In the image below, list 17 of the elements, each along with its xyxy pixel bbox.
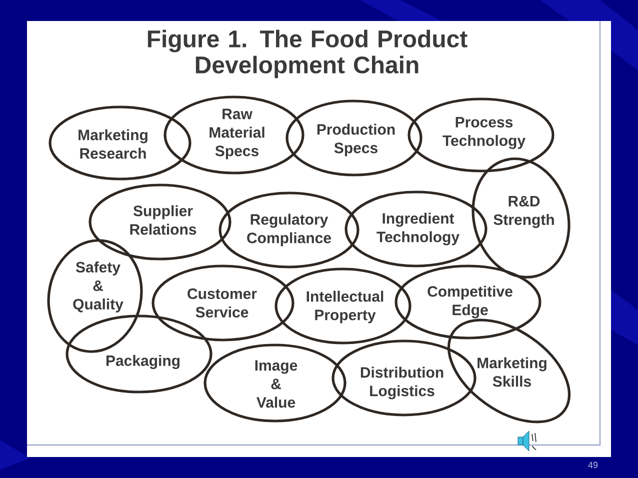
- title: Figure 1. The Food Product Development Chain: [148, 30, 468, 78]
- chain-link: Raw Material Specs: [164, 96, 304, 174]
- chain-link: Competitive Edge: [394, 264, 542, 340]
- chain-link: Supplier Relations: [88, 184, 232, 260]
- chain-link: Distribution Logistics: [332, 340, 476, 416]
- chain-link: Ingredient Technology: [344, 190, 488, 268]
- chain-link: R&D Strength: [472, 158, 570, 278]
- page-number: 49: [588, 462, 598, 468]
- chain-link: Customer Service: [152, 264, 294, 342]
- chain-link: Image & Value: [204, 344, 346, 422]
- chain-link: Regulatory Compliance: [218, 192, 360, 268]
- chain-link: Production Specs: [286, 100, 422, 176]
- chain-link: Marketing Research: [48, 106, 192, 180]
- chain-link: Safety & Quality: [47, 239, 143, 353]
- chain-link: Process Technology: [408, 98, 554, 172]
- chain-link: Marketing Skills: [447, 318, 571, 424]
- chain-link: Intellectual Property: [274, 268, 412, 344]
